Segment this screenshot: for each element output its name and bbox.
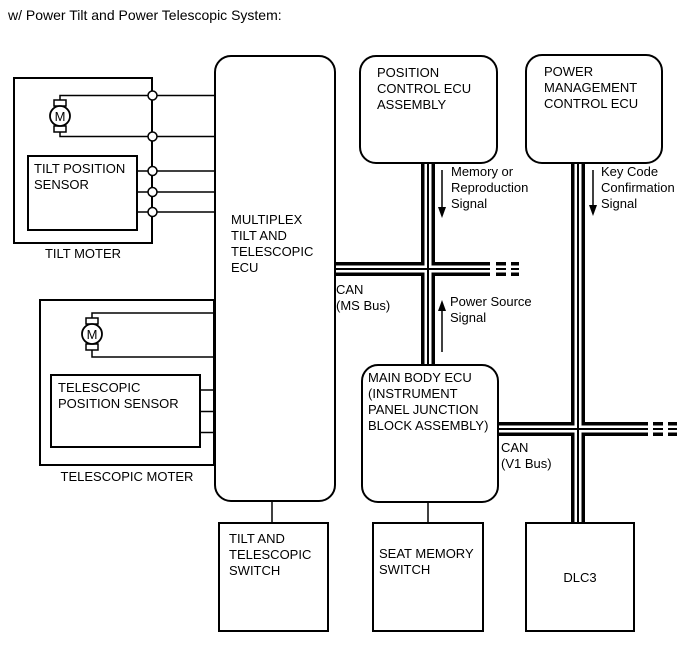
tilt-motor-label: TILT MOTER bbox=[44, 246, 122, 261]
power-management-ecu-box bbox=[525, 54, 663, 164]
position-control-ecu-label: POSITION CONTROL ECU ASSEMBLY bbox=[377, 65, 472, 112]
tilt-telescopic-switch-box bbox=[218, 522, 329, 632]
bus-black-bands bbox=[335, 163, 648, 523]
seat-memory-switch-box bbox=[372, 522, 484, 632]
telescopic-motor-symbol: M bbox=[81, 317, 103, 351]
v1-bus-dashed-end bbox=[653, 422, 677, 436]
tilt-telescopic-switch-label: TILT AND TELESCOPIC SWITCH bbox=[229, 531, 312, 578]
telescopic-motor-label: TELESCOPIC MOTER bbox=[60, 469, 194, 484]
key-code-signal-arrow bbox=[589, 170, 597, 216]
diagram-title: w/ Power Tilt and Power Telescopic Syste… bbox=[8, 7, 282, 23]
multiplex-ecu-label: MULTIPLEX TILT AND TELESCOPIC ECU bbox=[231, 212, 314, 275]
power-management-ecu-label: POWER MANAGEMENT CONTROL ECU bbox=[544, 64, 639, 111]
multiplex-ecu-box bbox=[214, 55, 336, 502]
dlc3-box bbox=[525, 522, 635, 632]
main-body-ecu-label: MAIN BODY ECU (INSTRUMENT PANEL JUNCTION… bbox=[368, 370, 489, 433]
motor-letter: M bbox=[87, 327, 98, 342]
connector-node-circles bbox=[147, 90, 158, 218]
telescopic-position-sensor-box bbox=[50, 374, 201, 448]
memory-signal-label: Memory or Reproduction Signal bbox=[451, 164, 529, 211]
memory-signal-arrow bbox=[438, 170, 446, 218]
seat-memory-switch-label: SEAT MEMORY SWITCH bbox=[379, 546, 474, 577]
motor-letter: M bbox=[55, 109, 66, 124]
tilt-motor-symbol: M bbox=[49, 99, 71, 133]
tilt-motor-box bbox=[13, 77, 153, 244]
ms-bus-dashed-end bbox=[496, 262, 519, 276]
can-v1-bus-label: CAN (V1 Bus) bbox=[501, 440, 552, 471]
power-source-signal-arrow bbox=[438, 300, 446, 352]
switch-connector-wires bbox=[271, 501, 429, 523]
telescopic-motor-wires bbox=[91, 312, 215, 434]
main-body-ecu-box bbox=[361, 364, 499, 503]
dlc3-label: DLC3 bbox=[563, 570, 597, 585]
can-ms-bus-label: CAN (MS Bus) bbox=[336, 282, 391, 313]
telescopic-position-sensor-label: TELESCOPIC POSITION SENSOR bbox=[58, 380, 179, 411]
position-control-ecu-box bbox=[359, 55, 498, 164]
bus-center-lines bbox=[335, 163, 648, 523]
bus-white-cores bbox=[335, 163, 648, 523]
power-source-signal-label: Power Source Signal bbox=[450, 294, 532, 325]
tilt-position-sensor-box bbox=[27, 155, 138, 231]
tilt-position-sensor-label: TILT POSITION SENSOR bbox=[34, 161, 126, 192]
key-code-signal-label: Key Code Confirmation Signal bbox=[601, 164, 675, 211]
